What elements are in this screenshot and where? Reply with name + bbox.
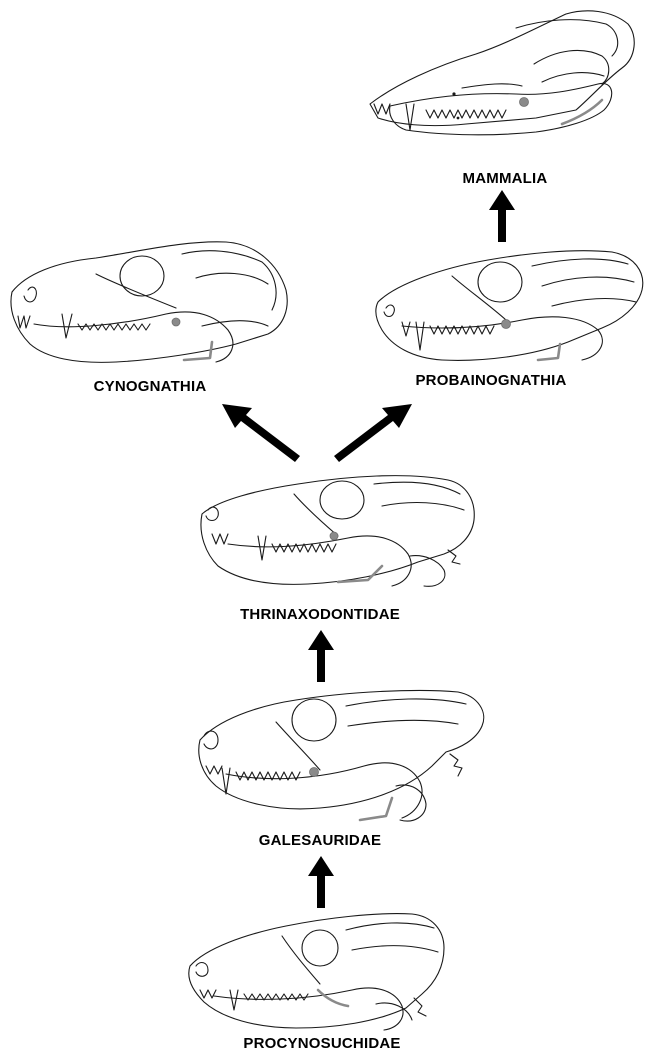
arrow-up-icon (489, 190, 515, 242)
mammalia-skull-drawing (366, 6, 642, 138)
arrow-up-right-icon (332, 404, 412, 464)
label-procynosuchidae: PROCYNOSUCHIDAE (222, 1035, 422, 1052)
label-galesauridae: GALESAURIDAE (232, 832, 408, 849)
procynosuchidae-skull-drawing (186, 908, 448, 1032)
probainognathia-skull-drawing (372, 246, 648, 366)
cynognathia-skull-drawing (6, 234, 292, 368)
label-mammalia: MAMMALIA (440, 170, 570, 187)
arrow-up-icon (308, 630, 334, 682)
arrow-up-left-icon (222, 404, 302, 464)
label-cynognathia: CYNOGNATHIA (80, 378, 220, 395)
thrinaxodontidae-skull-drawing (198, 470, 478, 598)
arrow-up-icon (308, 856, 334, 908)
label-probainognathia: PROBAINOGNATHIA (396, 372, 586, 389)
label-thrinaxodontidae: THRINAXODONTIDAE (220, 606, 420, 623)
galesauridae-skull-drawing (196, 686, 490, 832)
